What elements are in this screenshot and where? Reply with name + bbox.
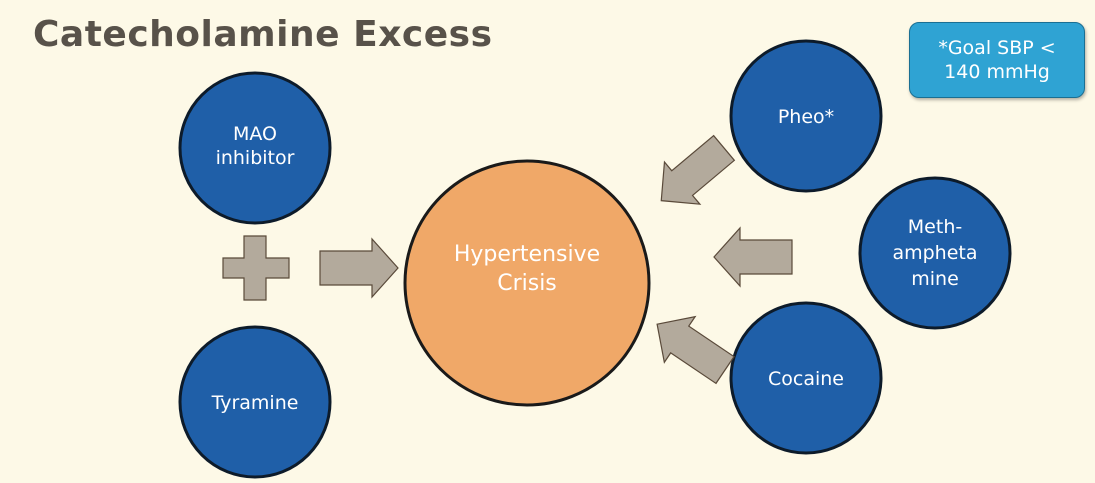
meth-line-1: Meth- xyxy=(908,216,962,238)
goal-sbp-note: *Goal SBP < 140 mmHg xyxy=(909,22,1085,98)
hypertensive-crisis-node: Hypertensive Crisis xyxy=(403,159,651,407)
meth-line-2: ampheta xyxy=(892,242,977,264)
arrow-from-pheo-icon xyxy=(642,126,743,223)
tyramine-node: Tyramine xyxy=(178,325,332,479)
pheo-node: Pheo* xyxy=(729,39,883,193)
methamphetamine-node: Meth- ampheta mine xyxy=(858,176,1012,330)
mao-line-2: inhibitor xyxy=(216,147,295,169)
mao-line-1: MAO xyxy=(233,123,277,145)
arrow-right-icon xyxy=(319,238,399,298)
meth-line-3: mine xyxy=(911,268,959,290)
pheo-label: Pheo* xyxy=(778,106,834,128)
mao-inhibitor-node: MAO inhibitor xyxy=(178,71,332,225)
tyramine-label: Tyramine xyxy=(211,392,299,414)
cocaine-node: Cocaine xyxy=(729,301,883,455)
arrow-from-cocaine-icon xyxy=(641,300,742,394)
cocaine-label: Cocaine xyxy=(768,368,844,390)
center-line-2: Crisis xyxy=(497,271,557,296)
goal-line-1: *Goal SBP < xyxy=(938,37,1056,59)
arrow-from-meth-icon xyxy=(713,227,793,287)
slide-title: Catecholamine Excess xyxy=(33,14,493,55)
goal-line-2: 140 mmHg xyxy=(944,61,1050,83)
center-line-1: Hypertensive xyxy=(454,242,600,267)
plus-icon xyxy=(222,235,290,301)
